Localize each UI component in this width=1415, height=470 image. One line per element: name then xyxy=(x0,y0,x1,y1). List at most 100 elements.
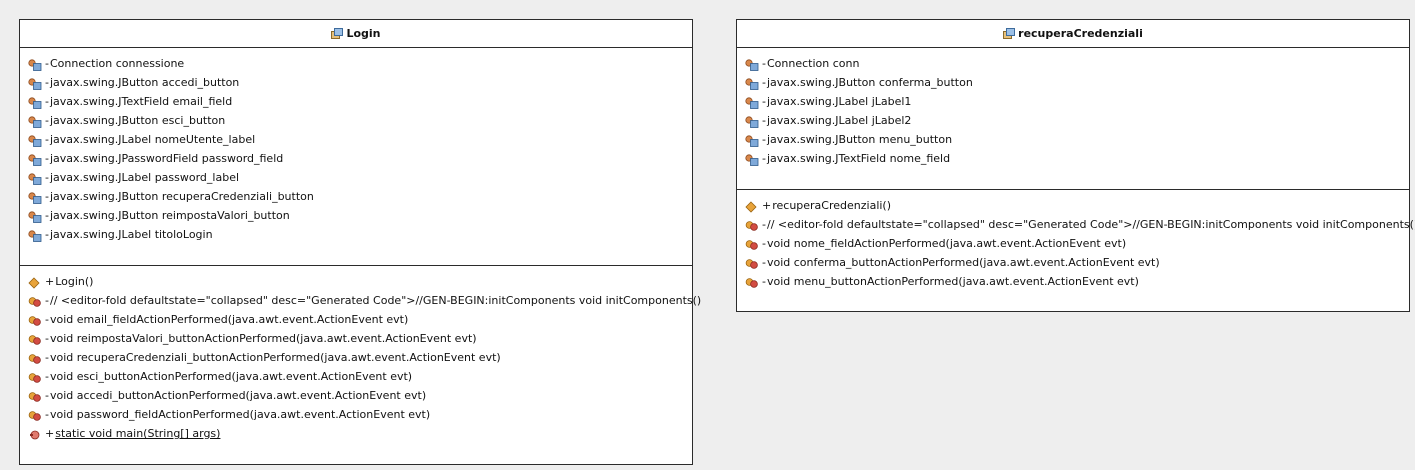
attribute-signature: javax.swing.JLabel nomeUtente_label xyxy=(49,133,256,146)
attribute-signature: javax.swing.JButton accedi_button xyxy=(49,76,240,89)
operation-row[interactable]: -void password_fieldActionPerformed(java… xyxy=(28,405,692,424)
attribute-signature: javax.swing.JPasswordField password_fiel… xyxy=(49,152,284,165)
operation-signature: Login() xyxy=(55,275,94,288)
class-icon xyxy=(1003,27,1016,40)
private-field-icon xyxy=(745,115,759,128)
visibility-marker: - xyxy=(45,408,49,421)
operation-row[interactable]: -void esci_buttonActionPerformed(java.aw… xyxy=(28,367,692,386)
operation-signature: void reimpostaValori_buttonActionPerform… xyxy=(49,332,477,345)
visibility-marker: - xyxy=(762,114,766,127)
visibility-marker: - xyxy=(45,370,49,383)
attribute-signature: javax.swing.JLabel password_label xyxy=(49,171,240,184)
attribute-signature: Connection conn xyxy=(766,57,860,70)
visibility-marker: + xyxy=(45,275,55,288)
operation-signature: void conferma_buttonActionPerformed(java… xyxy=(766,256,1160,269)
operation-row[interactable]: -void accedi_buttonActionPerformed(java.… xyxy=(28,386,692,405)
operations-section: +recuperaCredenziali()-// <editor-fold d… xyxy=(737,190,1415,291)
visibility-marker: - xyxy=(762,57,766,70)
attribute-row[interactable]: -javax.swing.JTextField email_field xyxy=(28,92,692,111)
operation-row[interactable]: -// <editor-fold defaultstate="collapsed… xyxy=(28,291,701,310)
private-field-icon xyxy=(745,134,759,147)
class-box-login[interactable]: Login -Connection connessione-javax.swin… xyxy=(19,19,701,465)
attribute-row[interactable]: -Connection conn xyxy=(745,54,1409,73)
operation-row[interactable]: -void recuperaCredenziali_buttonActionPe… xyxy=(28,348,692,367)
attribute-signature: javax.swing.JButton reimpostaValori_butt… xyxy=(49,209,290,222)
visibility-marker: - xyxy=(45,332,49,345)
private-field-icon xyxy=(28,134,42,147)
private-field-icon xyxy=(28,115,42,128)
private-method-icon xyxy=(28,295,42,307)
attribute-row[interactable]: -javax.swing.JLabel titoloLogin xyxy=(28,225,692,244)
constructor-icon xyxy=(28,276,42,289)
operation-row[interactable]: -void email_fieldActionPerformed(java.aw… xyxy=(28,310,692,329)
attribute-row[interactable]: -javax.swing.JPasswordField password_fie… xyxy=(28,149,692,168)
attribute-row[interactable]: -Connection connessione xyxy=(28,54,692,73)
operation-row[interactable]: -void conferma_buttonActionPerformed(jav… xyxy=(745,253,1409,272)
attribute-row[interactable]: -javax.swing.JTextField nome_field xyxy=(745,149,1409,168)
attribute-signature: javax.swing.JButton menu_button xyxy=(766,133,953,146)
class-name: Login xyxy=(346,27,381,40)
visibility-marker: - xyxy=(45,152,49,165)
attribute-row[interactable]: -javax.swing.JLabel jLabel2 xyxy=(745,111,1409,130)
attribute-row[interactable]: -javax.swing.JLabel nomeUtente_label xyxy=(28,130,692,149)
operation-signature: recuperaCredenziali() xyxy=(772,199,892,212)
attribute-row[interactable]: -javax.swing.JButton accedi_button xyxy=(28,73,692,92)
attribute-signature: javax.swing.JButton conferma_button xyxy=(766,76,973,89)
operation-row[interactable]: -// <editor-fold defaultstate="collapsed… xyxy=(745,215,1415,234)
operations-section: +Login()-// <editor-fold defaultstate="c… xyxy=(20,266,701,443)
attribute-row[interactable]: -javax.swing.JButton esci_button xyxy=(28,111,692,130)
private-method-icon xyxy=(28,390,42,402)
operation-row[interactable]: +static void main(String[] args) xyxy=(28,424,692,443)
attribute-row[interactable]: -javax.swing.JButton recuperaCredenziali… xyxy=(28,187,692,206)
operation-row[interactable]: -void menu_buttonActionPerformed(java.aw… xyxy=(745,272,1409,291)
visibility-marker: - xyxy=(762,237,766,250)
operation-signature: void recuperaCredenziali_buttonActionPer… xyxy=(49,351,501,364)
operation-signature: // <editor-fold defaultstate="collapsed"… xyxy=(766,218,1415,231)
visibility-marker: - xyxy=(45,389,49,402)
private-method-icon xyxy=(28,352,42,364)
private-field-icon xyxy=(745,153,759,166)
operation-signature: void accedi_buttonActionPerformed(java.a… xyxy=(49,389,427,402)
private-field-icon xyxy=(745,77,759,90)
private-field-icon xyxy=(28,191,42,204)
class-name: recuperaCredenziali xyxy=(1018,27,1143,40)
visibility-marker: - xyxy=(762,275,766,288)
visibility-marker: + xyxy=(45,427,55,440)
operation-row[interactable]: +recuperaCredenziali() xyxy=(745,196,1409,215)
visibility-marker: - xyxy=(45,114,49,127)
static-method-icon xyxy=(28,428,42,440)
visibility-marker: - xyxy=(762,256,766,269)
private-field-icon xyxy=(745,58,759,71)
class-header-recuperaCredenziali: recuperaCredenziali xyxy=(737,20,1409,48)
private-field-icon xyxy=(28,210,42,223)
visibility-marker: - xyxy=(45,351,49,364)
operation-signature: void menu_buttonActionPerformed(java.awt… xyxy=(766,275,1139,288)
attribute-row[interactable]: -javax.swing.JButton menu_button xyxy=(745,130,1409,149)
visibility-marker: - xyxy=(762,218,766,231)
visibility-marker: - xyxy=(45,57,49,70)
private-field-icon xyxy=(28,77,42,90)
operation-row[interactable]: -void nome_fieldActionPerformed(java.awt… xyxy=(745,234,1409,253)
attributes-section: -Connection connessione-javax.swing.JBut… xyxy=(20,48,692,266)
operation-row[interactable]: +Login() xyxy=(28,272,692,291)
private-method-icon xyxy=(28,409,42,421)
attribute-signature: javax.swing.JLabel jLabel2 xyxy=(766,114,912,127)
operation-signature: // <editor-fold defaultstate="collapsed"… xyxy=(49,294,702,307)
class-box-recuperaCredenziali[interactable]: recuperaCredenziali -Connection conn-jav… xyxy=(736,19,1415,312)
visibility-marker: - xyxy=(45,76,49,89)
operation-row[interactable]: -void reimpostaValori_buttonActionPerfor… xyxy=(28,329,692,348)
attributes-section: -Connection conn-javax.swing.JButton con… xyxy=(737,48,1409,190)
attribute-signature: javax.swing.JButton esci_button xyxy=(49,114,226,127)
attribute-row[interactable]: -javax.swing.JLabel jLabel1 xyxy=(745,92,1409,111)
attribute-signature: javax.swing.JLabel jLabel1 xyxy=(766,95,912,108)
visibility-marker: - xyxy=(762,133,766,146)
private-method-icon xyxy=(745,238,759,250)
operation-signature: void email_fieldActionPerformed(java.awt… xyxy=(49,313,409,326)
attribute-row[interactable]: -javax.swing.JLabel password_label xyxy=(28,168,692,187)
attribute-row[interactable]: -javax.swing.JButton reimpostaValori_but… xyxy=(28,206,692,225)
operation-signature: void password_fieldActionPerformed(java.… xyxy=(49,408,431,421)
private-method-icon xyxy=(745,276,759,288)
attribute-row[interactable]: -javax.swing.JButton conferma_button xyxy=(745,73,1409,92)
visibility-marker: - xyxy=(45,171,49,184)
visibility-marker: - xyxy=(762,152,766,165)
